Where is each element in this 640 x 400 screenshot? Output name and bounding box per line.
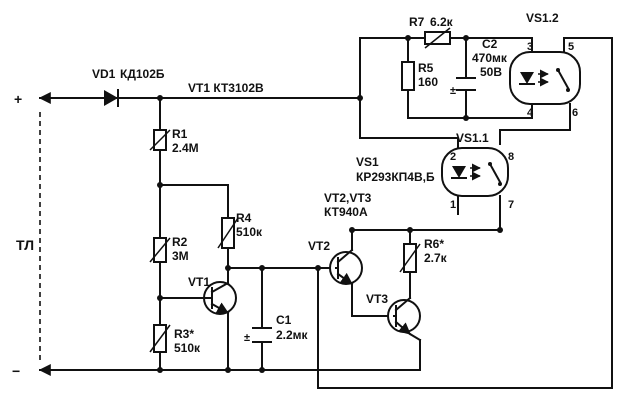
pin-4: 4 <box>527 107 534 119</box>
optorelay-vs1-1 <box>441 147 509 197</box>
svg-text:−: − <box>12 363 20 379</box>
svg-text:+: + <box>14 91 22 107</box>
resistor-r3 <box>149 324 171 353</box>
r6-ref: R6* <box>424 237 444 251</box>
optorelay-vs1-2 <box>509 51 581 105</box>
pin-8: 8 <box>508 151 514 163</box>
resistor-r4 <box>217 217 239 249</box>
svg-text:±: ± <box>450 85 456 97</box>
pin-6: 6 <box>572 107 578 119</box>
pin-7: 7 <box>508 199 514 211</box>
transistor-vt3 <box>387 296 422 342</box>
resistor-r5 <box>401 61 415 91</box>
transistor-vt2 <box>329 248 363 286</box>
vt2-label: VT2 <box>308 239 330 253</box>
r7-value: 6.2к <box>430 15 454 29</box>
r1-ref: R1 <box>172 127 188 141</box>
diode-type: КД102Б <box>120 67 165 81</box>
vt3-label: VT3 <box>366 292 388 306</box>
load-label: ТЛ <box>16 237 34 253</box>
r2-value: 3M <box>172 249 189 263</box>
svg-text:±: ± <box>244 332 250 344</box>
c2-value: 470мк <box>472 51 508 65</box>
terminal-plus: + <box>14 91 53 107</box>
r4-value: 510к <box>236 225 263 239</box>
pin-5: 5 <box>568 41 574 53</box>
resistor-r6 <box>399 243 421 273</box>
vs1-ref: VS1 <box>356 155 379 169</box>
junctions <box>157 35 503 373</box>
r3-value: 510к <box>174 341 201 355</box>
resistor-r7 <box>424 27 451 49</box>
pin-3: 3 <box>527 41 533 53</box>
c2-ref: C2 <box>482 37 498 51</box>
resistor-r2 <box>149 237 171 263</box>
r5-value: 160 <box>418 75 438 89</box>
r2-ref: R2 <box>172 235 188 249</box>
diode-vd1 <box>104 89 119 107</box>
r3-ref: R3* <box>174 327 194 341</box>
vt1-label: VT1 <box>188 275 210 289</box>
r5-ref: R5 <box>418 61 434 75</box>
pin-1: 1 <box>450 199 456 211</box>
r7-ref: R7 <box>409 15 425 29</box>
vs1-2-label: VS1.2 <box>526 11 559 25</box>
transistor-vt1 <box>203 281 237 315</box>
r1-value: 2.4M <box>172 141 199 155</box>
supply-line-label: VT1 КТ3102В <box>188 81 264 95</box>
resistor-r1 <box>149 129 171 151</box>
capacitor-c1: ± <box>244 327 272 344</box>
r4-ref: R4 <box>236 211 252 225</box>
vs1-1-label: VS1.1 <box>456 131 489 145</box>
diode-ref: VD1 <box>92 67 116 81</box>
terminal-minus: − <box>12 363 53 379</box>
wires <box>39 37 613 389</box>
c2-voltage: 50В <box>480 65 502 79</box>
c1-ref: C1 <box>276 313 292 327</box>
r6-value: 2.7к <box>424 251 448 265</box>
c1-value: 2.2мк <box>276 328 309 342</box>
pin-2: 2 <box>450 151 456 163</box>
vs1-type: КР293КП4В,Б <box>356 170 435 184</box>
transistor-pair-type: КТ940А <box>324 205 368 219</box>
capacitor-c2: ± <box>450 77 476 97</box>
transistor-pair-ref: VT2,VT3 <box>324 191 372 205</box>
